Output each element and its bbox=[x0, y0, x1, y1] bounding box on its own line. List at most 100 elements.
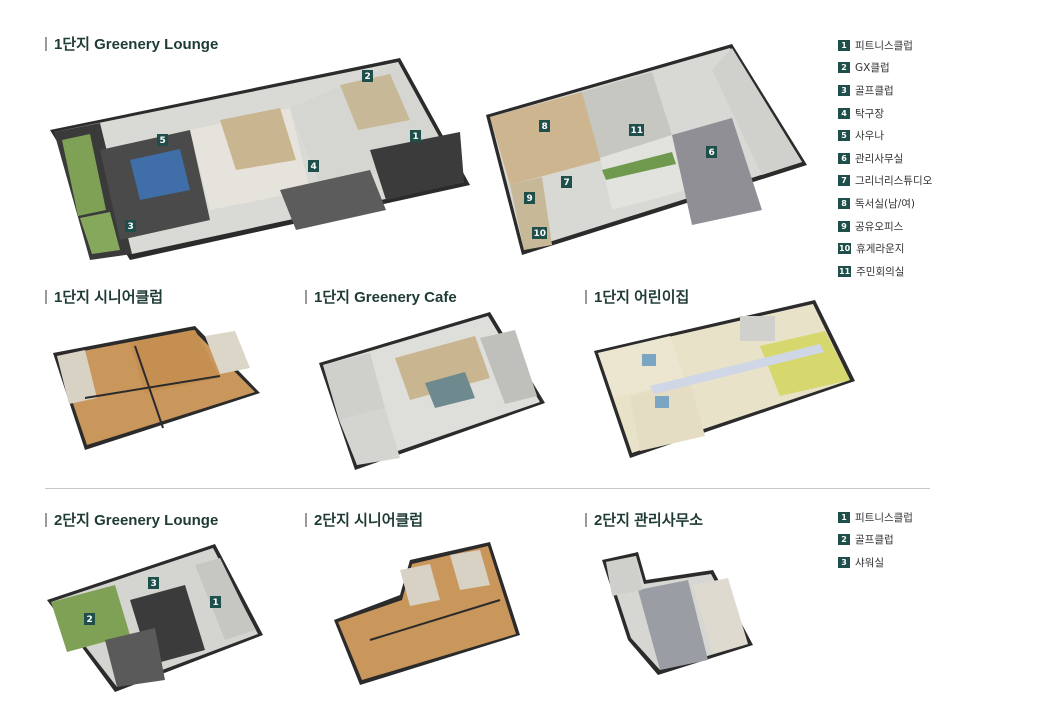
svg-text:2: 2 bbox=[87, 615, 93, 625]
title-text: 2단지 관리사무소 bbox=[594, 512, 704, 529]
map-marker: 8 bbox=[539, 120, 550, 132]
legend-item: 10 휴게라운지 bbox=[838, 237, 932, 260]
legend-item: 2 골프클럽 bbox=[838, 529, 913, 552]
legend-number-badge: 5 bbox=[838, 130, 850, 142]
floorplan-s2-office bbox=[602, 552, 753, 675]
legend-label: 샤워실 bbox=[855, 556, 884, 569]
title-bar bbox=[305, 513, 307, 527]
title-text: 2단지 시니어클럽 bbox=[314, 512, 424, 529]
map-marker: 7 bbox=[561, 176, 572, 188]
legend-label: 관리사무실 bbox=[855, 152, 904, 165]
legend-number-badge: 4 bbox=[838, 107, 850, 119]
legend-number-badge: 1 bbox=[838, 511, 850, 523]
legend-label: 골프클럽 bbox=[855, 84, 894, 97]
floorplan-s1-lounge: 1 2 3 4 5 bbox=[50, 58, 470, 260]
svg-text:6: 6 bbox=[709, 148, 715, 158]
title-text: 1단지 시니어클럽 bbox=[54, 289, 164, 306]
svg-text:2: 2 bbox=[365, 72, 371, 82]
legend-number-badge: 7 bbox=[838, 175, 850, 187]
legend-item: 1 피트니스클럽 bbox=[838, 34, 932, 57]
title-bar bbox=[585, 290, 587, 304]
svg-text:1: 1 bbox=[213, 598, 219, 608]
legend-item: 1 피트니스클럽 bbox=[838, 506, 913, 529]
svg-text:7: 7 bbox=[564, 178, 570, 188]
map-marker: 3 bbox=[148, 577, 159, 589]
legend-label: 공유오피스 bbox=[855, 220, 904, 233]
map-marker: 1 bbox=[210, 596, 221, 608]
legend-label: 주민회의실 bbox=[856, 265, 905, 278]
map-marker: 1 bbox=[410, 130, 421, 142]
legend-label: 그리너리스튜디오 bbox=[855, 175, 933, 188]
title-s1-kids: 1단지 어린이집 bbox=[585, 286, 689, 307]
marker-group-s1-amenity: 6 7 8 9 10 11 bbox=[524, 120, 717, 239]
svg-text:10: 10 bbox=[534, 229, 547, 239]
legend-item: 8 독서실(남/여) bbox=[838, 192, 932, 215]
title-bar bbox=[45, 290, 47, 304]
legend-number-badge: 8 bbox=[838, 197, 850, 209]
title-bar bbox=[45, 37, 47, 51]
title-s1-cafe: 1단지 Greenery Cafe bbox=[305, 286, 457, 307]
section-divider bbox=[45, 488, 930, 489]
map-marker: 2 bbox=[362, 70, 373, 82]
floorplan-s1-senior bbox=[53, 326, 260, 450]
legend-number-badge: 9 bbox=[838, 220, 850, 232]
svg-text:3: 3 bbox=[151, 579, 157, 589]
svg-text:11: 11 bbox=[631, 126, 644, 136]
marker-group-s1-lounge: 1 2 3 4 5 bbox=[125, 70, 421, 232]
legend-label: 골프클럽 bbox=[855, 534, 894, 547]
legend-label: 휴게라운지 bbox=[856, 243, 905, 256]
svg-text:3: 3 bbox=[128, 222, 134, 232]
floorplan-s1-kids bbox=[594, 300, 855, 458]
legend-item: 11 주민회의실 bbox=[838, 260, 932, 283]
floorplan-s2-lounge: 1 2 3 bbox=[47, 544, 263, 692]
legend-item: 3 샤워실 bbox=[838, 551, 913, 574]
map-marker: 6 bbox=[706, 146, 717, 158]
legend-number-badge: 3 bbox=[838, 556, 850, 568]
map-marker: 3 bbox=[125, 220, 136, 232]
title-bar bbox=[305, 290, 307, 304]
svg-text:5: 5 bbox=[160, 136, 166, 146]
legend-s2: 1 피트니스클럽 2 골프클럽 3 샤워실 bbox=[838, 506, 913, 574]
floorplan-s1-cafe bbox=[319, 312, 545, 470]
legend-label: 탁구장 bbox=[855, 107, 884, 120]
legend-number-badge: 11 bbox=[838, 265, 852, 277]
legend-item: 4 탁구장 bbox=[838, 102, 932, 125]
floorplan-s2-senior bbox=[334, 542, 520, 685]
title-s2-lounge: 2단지 Greenery Lounge bbox=[45, 509, 218, 530]
map-marker: 11 bbox=[629, 124, 644, 136]
title-text: 2단지 Greenery Lounge bbox=[54, 512, 219, 529]
legend-label: 독서실(남/여) bbox=[855, 197, 916, 210]
map-marker: 9 bbox=[524, 192, 535, 204]
legend-item: 6 관리사무실 bbox=[838, 147, 932, 170]
legend-number-badge: 2 bbox=[838, 534, 850, 546]
floorplan-s1-amenity: 6 7 8 9 10 11 bbox=[486, 44, 807, 255]
legend-label: 피트니스클럽 bbox=[855, 39, 913, 52]
legend-item: 3 골프클럽 bbox=[838, 79, 932, 102]
title-bar bbox=[45, 513, 47, 527]
svg-text:9: 9 bbox=[527, 194, 533, 204]
svg-text:8: 8 bbox=[542, 122, 548, 132]
legend-item: 7 그리너리스튜디오 bbox=[838, 170, 932, 193]
legend-number-badge: 6 bbox=[838, 152, 850, 164]
title-s1-senior: 1단지 시니어클럽 bbox=[45, 286, 163, 307]
map-marker: 5 bbox=[157, 134, 168, 146]
title-text: 1단지 Greenery Lounge bbox=[54, 36, 219, 53]
legend-number-badge: 10 bbox=[838, 243, 852, 255]
title-s1-lounge: 1단지 Greenery Lounge bbox=[45, 33, 218, 54]
svg-text:4: 4 bbox=[311, 162, 317, 172]
legend-number-badge: 3 bbox=[838, 84, 850, 96]
legend-number-badge: 1 bbox=[838, 39, 850, 51]
svg-text:1: 1 bbox=[413, 132, 419, 142]
title-text: 1단지 어린이집 bbox=[594, 289, 690, 306]
title-text: 1단지 Greenery Cafe bbox=[314, 289, 457, 306]
legend-label: 피트니스클럽 bbox=[855, 511, 913, 524]
map-marker: 10 bbox=[532, 227, 547, 239]
title-bar bbox=[585, 513, 587, 527]
legend-label: GX클럽 bbox=[855, 62, 890, 75]
map-marker: 4 bbox=[308, 160, 319, 172]
title-s2-senior: 2단지 시니어클럽 bbox=[305, 509, 423, 530]
marker-group-s2-lounge: 1 2 3 bbox=[84, 577, 221, 625]
map-marker: 2 bbox=[84, 613, 95, 625]
